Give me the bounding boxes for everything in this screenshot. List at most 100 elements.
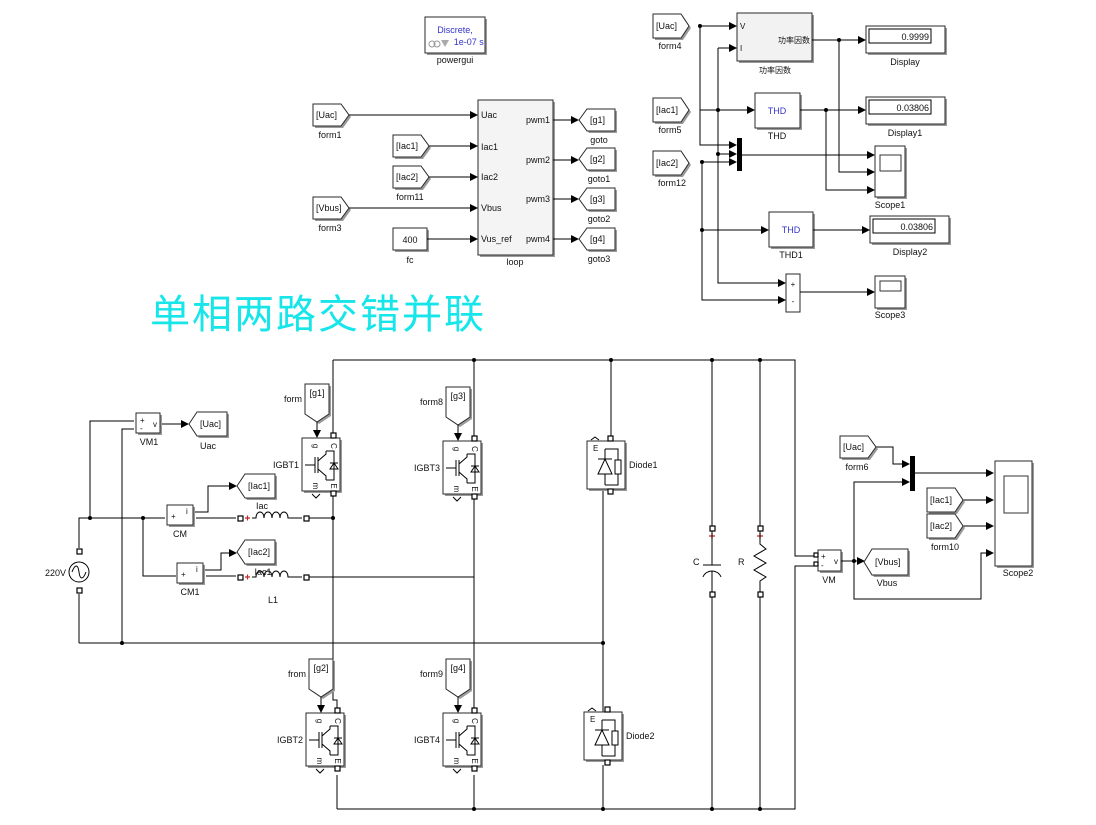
inductor-l1[interactable]: Iac1 L1: [237, 567, 310, 605]
vm-out: v: [834, 557, 838, 566]
display-thd[interactable]: 0.03806 Display1: [865, 96, 947, 138]
capacitor-c[interactable]: C: [693, 525, 722, 598]
goto-vbus[interactable]: [Vbus]Vbus: [863, 548, 910, 588]
goto-g3-tag: [g3]: [590, 194, 605, 204]
goto-g1[interactable]: [g1]goto: [578, 108, 617, 145]
thd1-block[interactable]: THD THD1: [768, 211, 815, 260]
thd-label: THD: [768, 131, 787, 141]
goto-vbus-label: Vbus: [877, 578, 898, 588]
mux-top: [737, 138, 742, 171]
port-g: g: [311, 444, 320, 448]
sum-plus: +: [791, 280, 796, 289]
from-iac2-form10[interactable]: [Iac2]form10: [926, 513, 965, 552]
loop-subsystem[interactable]: Uac Iac1 Iac2 Vbus Vus_ref pwm1 pwm2 pwm…: [477, 99, 555, 267]
igbt-label: IGBT2: [277, 735, 303, 745]
from-uac-form1-tag: [Uac]: [316, 110, 337, 120]
port-c: C: [333, 718, 342, 724]
scope1-label: Scope1: [875, 200, 906, 210]
scope1[interactable]: Scope1: [874, 145, 907, 210]
from-gate-4[interactable]: [g4]form9: [420, 658, 472, 699]
powergui-block[interactable]: Discrete, 1e-07 s. powergui: [424, 16, 487, 65]
scope2-label: Scope2: [1003, 568, 1034, 578]
from-vbus-form3-tag: [Vbus]: [316, 203, 342, 213]
from-iac1-form5[interactable]: [Iac1]form5: [652, 97, 691, 135]
display-thd1-value: 0.03806: [900, 222, 933, 232]
fc-constant[interactable]: 400 fc: [392, 227, 429, 265]
from-gate-2[interactable]: [g3]form8: [420, 386, 472, 427]
thd-block[interactable]: THD THD: [754, 92, 802, 141]
port-m: m: [311, 483, 320, 490]
goto-g3[interactable]: [g3]goto2: [578, 187, 617, 224]
from-uac-form4[interactable]: [Uac]form4: [652, 13, 691, 51]
goto-iac1-tag: [Iac1]: [248, 481, 270, 491]
display-pf-value: 0.9999: [901, 32, 929, 42]
port-g: g: [315, 719, 324, 723]
vm1-voltage-measurement[interactable]: + - v VM1: [135, 412, 162, 447]
port-c: C: [470, 446, 479, 452]
display-pf[interactable]: 0.9999 Display: [865, 25, 947, 67]
resistor-r[interactable]: R: [738, 525, 767, 598]
vm1-out: v: [153, 420, 157, 429]
inductor-l1-label: L1: [268, 595, 278, 605]
from-vbus-form3[interactable]: [Vbus] form3: [312, 196, 351, 233]
from-gate-1[interactable]: [g1]form: [284, 383, 331, 424]
goto-g2[interactable]: [g2]goto1: [578, 147, 617, 184]
igbt-symbol-icon: [446, 453, 480, 484]
goto-g4-tag: [g4]: [590, 234, 605, 244]
vm1-minus: -: [140, 424, 143, 433]
cm-current-measurement[interactable]: + i CM: [166, 504, 195, 539]
from-iac1-loop-tag: [Iac1]: [396, 141, 418, 151]
port-m: m: [315, 758, 324, 765]
diode-label: Diode1: [629, 460, 658, 470]
thd-text: THD: [768, 106, 787, 116]
loop-out-pwm1: pwm1: [526, 115, 550, 125]
vm-label: VM: [822, 575, 836, 585]
vm-voltage-measurement[interactable]: + - v VM: [813, 549, 843, 585]
display-thd1[interactable]: 0.03806 Display2: [869, 215, 951, 257]
capacitor-label: C: [693, 557, 700, 567]
display-thd-label: Display1: [888, 128, 923, 138]
goto-g4[interactable]: [g4]goto3: [578, 227, 617, 264]
from-iac2-form11[interactable]: [Iac2]form11: [392, 165, 431, 202]
goto-iac2-tag: [Iac2]: [248, 547, 270, 557]
power-factor-subsystem[interactable]: V I 功率因数 功率因数: [736, 12, 814, 75]
inductor-iac[interactable]: Iac: [237, 501, 310, 522]
link-icon: [428, 40, 449, 48]
loop-out-pwm3: pwm3: [526, 194, 550, 204]
goto-g1-label: goto: [590, 135, 608, 145]
goto-iac2[interactable]: [Iac2]: [236, 539, 277, 566]
goto-uac[interactable]: [Uac]Uac: [188, 411, 229, 451]
loop-out-pwm2: pwm2: [526, 155, 550, 165]
from-iac1-loop[interactable]: [Iac1]: [392, 134, 431, 159]
scope3[interactable]: Scope3: [874, 275, 907, 320]
goto-iac1[interactable]: [Iac1]: [236, 473, 277, 500]
from-gate-4-label: form9: [420, 669, 443, 679]
from-iac2-form12[interactable]: [Iac2]form12: [652, 150, 691, 188]
display-pf-label: Display: [890, 57, 920, 67]
from-uac-form1[interactable]: [Uac]form1: [312, 103, 351, 140]
circuit-wires: [78, 358, 818, 811]
port-c: C: [470, 718, 479, 724]
cm1-current-measurement[interactable]: + i CM1: [176, 562, 205, 597]
sum-block[interactable]: + -: [785, 273, 801, 313]
from-iac2-form10-label: form10: [931, 542, 959, 552]
from-gate-3[interactable]: [g2]from: [288, 658, 335, 699]
from-iac1-form10a[interactable]: [Iac1]: [926, 487, 965, 514]
port-m: m: [452, 486, 461, 493]
from-vbus-form3-label: form3: [318, 223, 341, 233]
cm1-label: CM1: [180, 587, 199, 597]
goto-uac-label: Uac: [200, 441, 217, 451]
port-e: E: [470, 486, 479, 491]
ac-voltage-source[interactable]: 220V: [45, 548, 90, 594]
cm1-out: i: [196, 565, 198, 574]
pf-out: 功率因数: [778, 35, 810, 45]
from-uac-form6[interactable]: [Uac]form6: [839, 435, 878, 472]
scope2[interactable]: Scope2: [994, 460, 1034, 578]
